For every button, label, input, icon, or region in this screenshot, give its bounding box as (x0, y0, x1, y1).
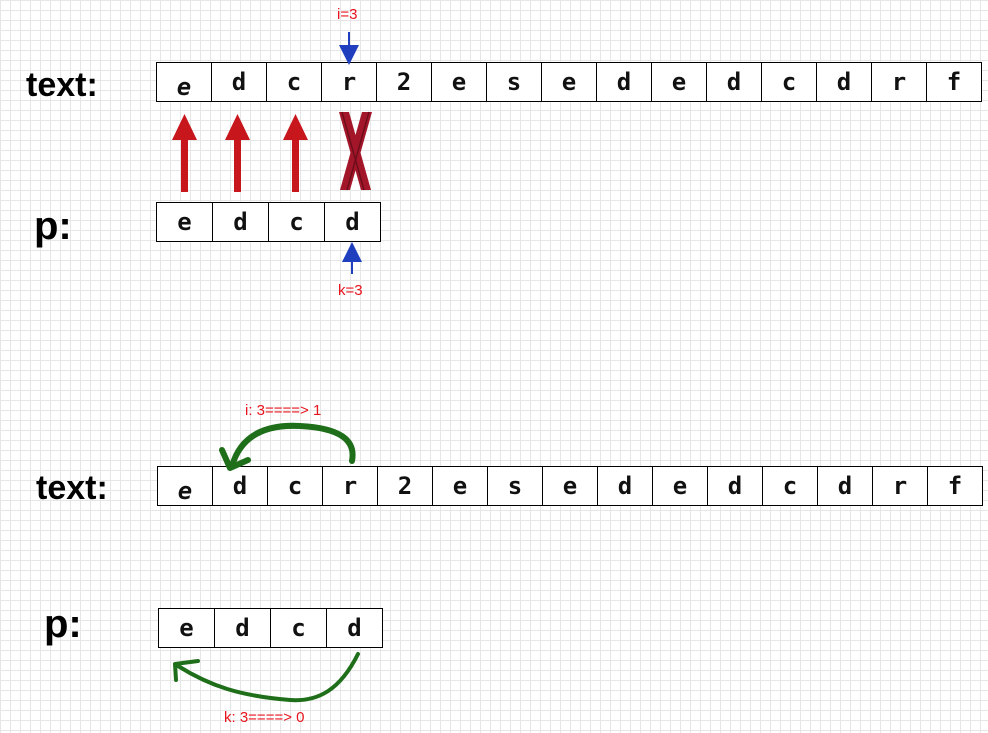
pattern-array-1: e d c d (156, 202, 381, 242)
text-array-2: e d c r 2 e s e d e d c d r f (157, 466, 983, 506)
p-label-2: p: (44, 602, 82, 646)
k-pointer-note-1: k=3 (338, 282, 363, 299)
text-label-1: text: (26, 66, 98, 104)
text-cell: f (926, 62, 982, 102)
i-transition-note-2: i: 3====> 1 (245, 402, 322, 419)
text-label-2: text: (36, 469, 108, 507)
p-label-1: p: (34, 204, 72, 248)
i-pointer-note-1: i=3 (337, 6, 358, 23)
k-transition-note-2: k: 3====> 0 (224, 709, 305, 726)
pattern-cell: d (324, 202, 381, 242)
pattern-array-2: e d c d (158, 608, 383, 648)
i-back-arrow-icon (219, 422, 356, 471)
match-arrow-icon (172, 114, 197, 192)
text-cell: f (927, 466, 983, 506)
pattern-cell: d (326, 608, 383, 648)
match-arrow-icon (225, 114, 250, 192)
mismatch-x-icon (339, 111, 372, 191)
text-array-1: e d c r 2 e s e d e d c d r f (156, 62, 982, 102)
match-arrow-icon (283, 114, 308, 192)
k-back-arrow-icon (173, 652, 360, 703)
